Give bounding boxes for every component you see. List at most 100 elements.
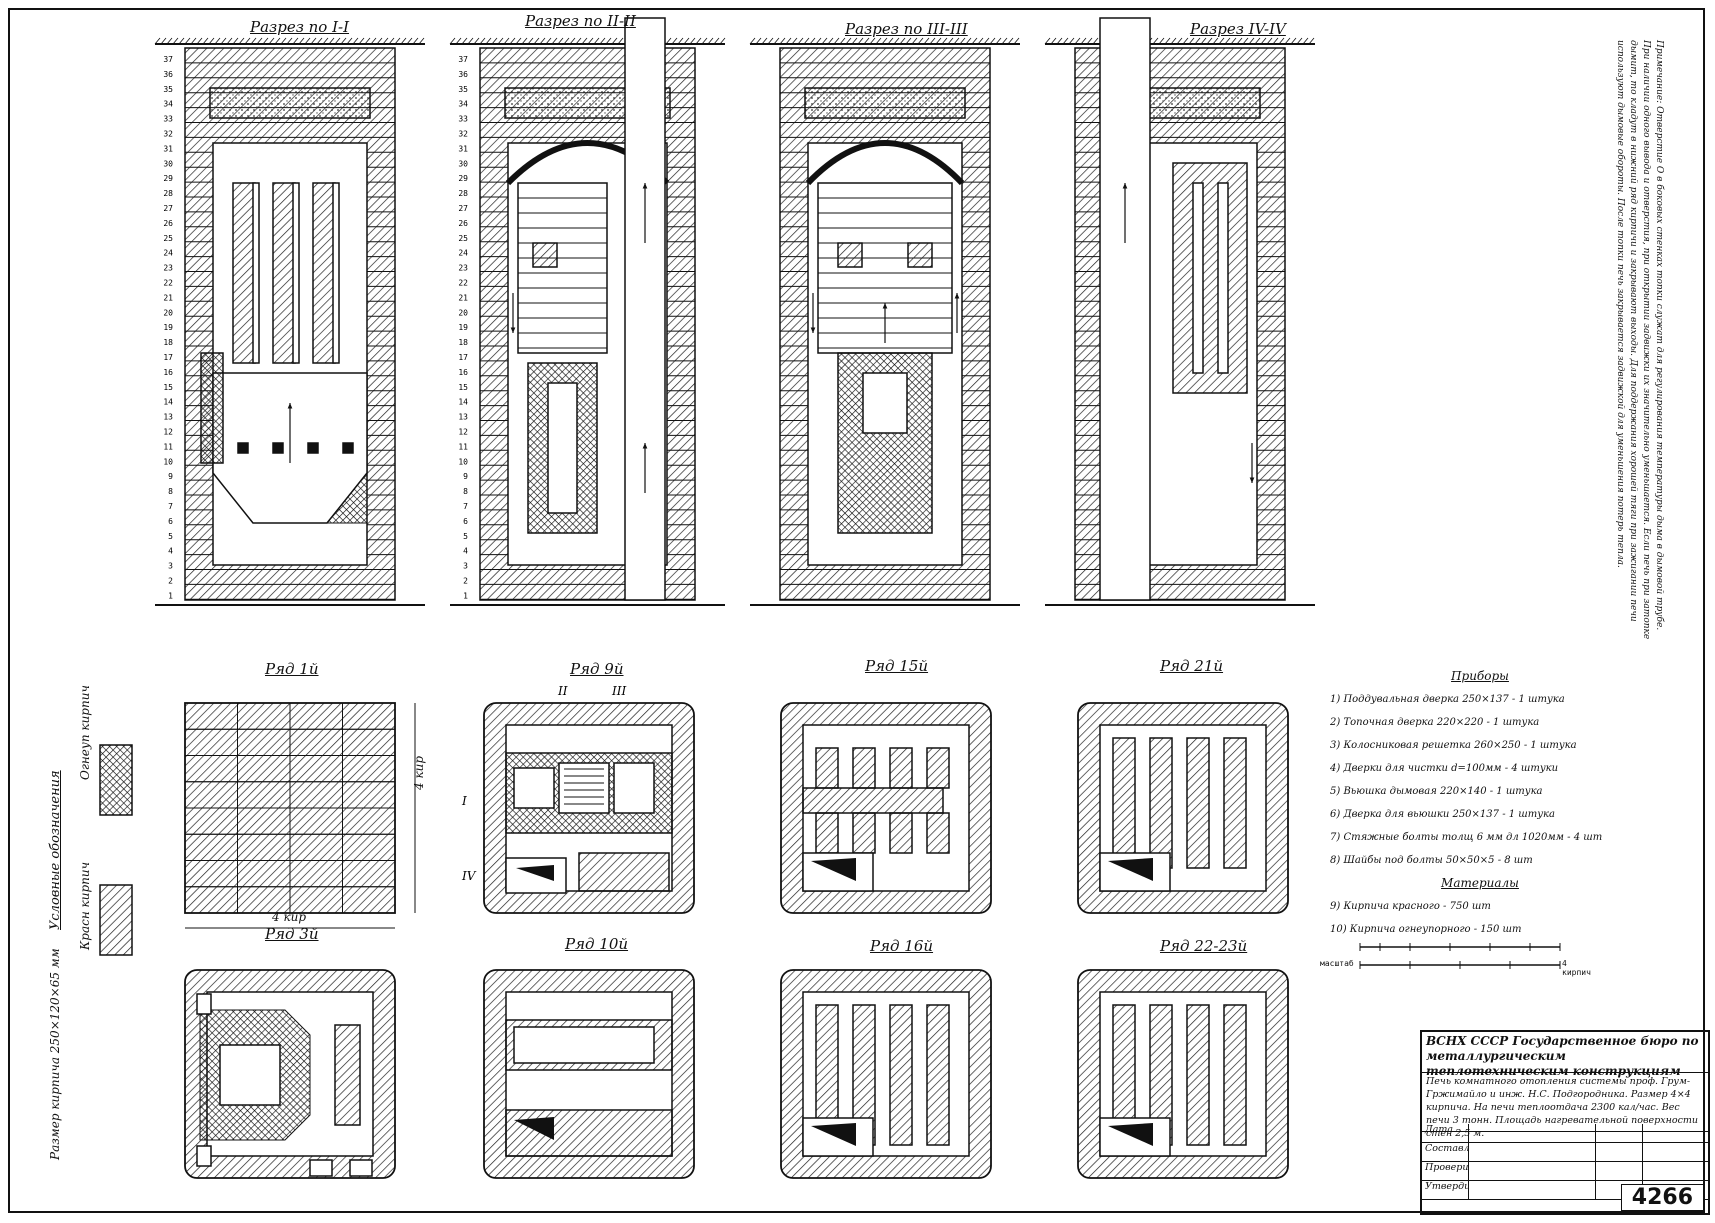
ceiling-hatch — [1224, 37, 1231, 45]
tb-cell: Утвердил — [1422, 1181, 1469, 1199]
row-number: 1 — [463, 591, 468, 600]
brick-block — [907, 242, 933, 268]
insulation-layer — [209, 87, 371, 119]
ceiling-hatch — [845, 37, 852, 45]
ceiling-hatch — [1164, 37, 1171, 45]
ceiling-hatch — [881, 37, 888, 45]
row-number: 22 — [458, 279, 468, 288]
cleanout-door — [196, 1145, 212, 1167]
ceiling-hatch — [1242, 37, 1249, 45]
row-number: 9 — [463, 472, 468, 481]
row-number: 11 — [458, 442, 468, 451]
ceiling-hatch — [1050, 37, 1057, 45]
ceiling-hatch — [683, 37, 690, 45]
channel-gap — [1217, 182, 1229, 374]
ceiling-hatch — [1284, 37, 1291, 45]
ceiling-hatch — [262, 37, 269, 45]
ceiling-hatch — [292, 37, 299, 45]
firebox-refractory — [325, 471, 368, 524]
firebox-opening — [862, 372, 908, 434]
cleanout-door — [516, 865, 554, 881]
ceiling-hatch — [785, 37, 792, 45]
ceiling-hatch — [797, 37, 804, 45]
ceiling-hatch — [665, 37, 672, 45]
scale-bar: масштаб 4 кирпич — [1320, 935, 1591, 977]
row-number: 29 — [458, 174, 468, 183]
ceiling-hatch — [713, 37, 720, 45]
ceiling-hatch — [166, 37, 173, 45]
cleanout-door — [514, 1117, 554, 1140]
channel-column — [852, 812, 876, 854]
channel-column — [815, 747, 839, 789]
symbols-title: Условные обозначения — [48, 770, 63, 930]
flow-arrow-head — [882, 303, 888, 309]
row-number: 26 — [458, 219, 468, 228]
symbol-label-refractory: Огнеуп кирпич — [78, 685, 92, 780]
row-number: 32 — [163, 130, 173, 139]
ceiling-hatch — [827, 37, 834, 45]
ceiling-hatch — [352, 37, 359, 45]
ceiling-hatch — [1068, 37, 1075, 45]
ceiling-hatch — [767, 37, 774, 45]
ceiling-hatch — [497, 37, 504, 45]
ceiling-hatch — [280, 37, 287, 45]
channel-gap — [292, 182, 300, 364]
row-number: 10 — [163, 457, 173, 466]
ceiling-hatch — [190, 37, 197, 45]
channel-column — [889, 812, 913, 854]
materials-title: Материалы — [1441, 876, 1519, 890]
ceiling-hatch — [563, 37, 570, 45]
legend-item: 2) Топочная дверка 220×220 - 1 штука — [1330, 717, 1540, 728]
ceiling-hatch — [322, 37, 329, 45]
ceiling-hatch — [310, 37, 317, 45]
ceiling-hatch — [298, 37, 305, 45]
ceiling-hatch — [346, 37, 353, 45]
ceiling-hatch — [707, 37, 714, 45]
row-number: 14 — [458, 398, 468, 407]
drawing-number: 4266 — [1620, 1184, 1704, 1211]
section-view-1 — [154, 37, 425, 606]
material-item: 10) Кирпича огнеупорного - 150 шт — [1330, 924, 1522, 935]
ceiling-hatch — [412, 37, 419, 45]
row-number: 34 — [163, 100, 173, 109]
symbol-label-red: Красн кирпич — [78, 861, 92, 950]
row-number: 15 — [458, 383, 468, 392]
row-number: 31 — [163, 144, 173, 153]
ceiling-hatch — [869, 37, 876, 45]
scale-right-label: 4 кирпич — [1562, 959, 1591, 977]
row-number: 10 — [458, 457, 468, 466]
ceiling-hatch — [1170, 37, 1177, 45]
row-number: 21 — [163, 293, 173, 302]
ceiling-hatch — [539, 37, 546, 45]
row-number: 9 — [168, 472, 173, 481]
ceiling-hatch — [551, 37, 558, 45]
cleanout-door — [1108, 1123, 1153, 1146]
ceiling-hatch — [617, 37, 624, 45]
channel-wall — [312, 182, 336, 364]
cleanout — [505, 857, 567, 894]
cleanout-door — [811, 1123, 856, 1146]
regulation-hole — [272, 442, 284, 454]
refractory-brick-symbol — [99, 744, 133, 816]
row-number: 19 — [163, 323, 173, 332]
section-label-3: Разрез по III-III — [845, 20, 968, 38]
ceiling-hatch — [250, 37, 257, 45]
row-number: 19 — [458, 323, 468, 332]
ceiling-hatch — [1308, 37, 1315, 45]
ceiling-hatch — [1194, 37, 1201, 45]
ceiling-hatch — [509, 37, 516, 45]
channel-column — [852, 747, 876, 789]
row-number: 16 — [163, 368, 173, 377]
ceiling-hatch — [274, 37, 281, 45]
row-number: 30 — [458, 159, 468, 168]
row-number: 12 — [458, 428, 468, 437]
row-number: 27 — [458, 204, 468, 213]
row-number: 17 — [458, 353, 468, 362]
ceiling-hatch — [953, 37, 960, 45]
row-number: 15 — [163, 383, 173, 392]
plan-ryad-21 — [1077, 702, 1289, 914]
row-number: 25 — [458, 234, 468, 243]
ceiling-hatch — [160, 37, 167, 45]
channel-column — [1112, 737, 1136, 869]
